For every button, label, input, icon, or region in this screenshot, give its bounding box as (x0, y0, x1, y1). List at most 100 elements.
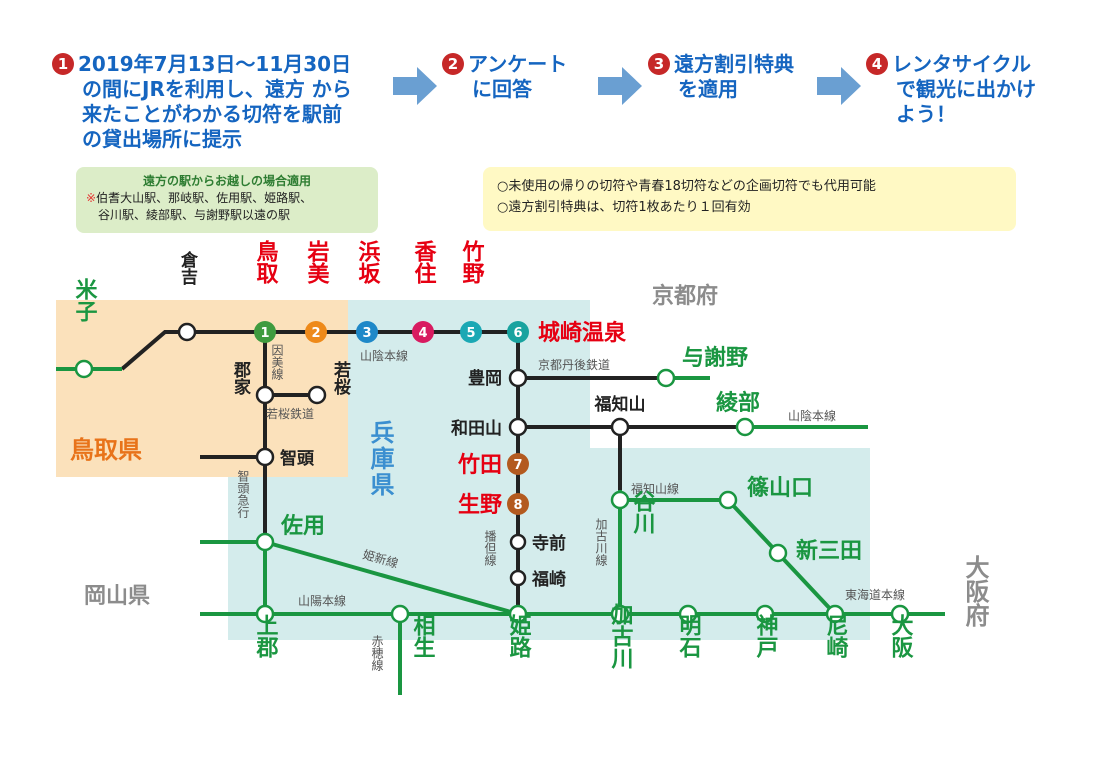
step-4-line-3: よう！ (896, 102, 956, 126)
koge-station-dot (255, 385, 275, 405)
step-2-line-2: に回答 (472, 77, 532, 101)
toyooka-station-dot (508, 368, 528, 388)
sasayamaguchi-name: 篠山口 (747, 475, 813, 501)
koge-name: 郡家 (230, 361, 252, 396)
step-4-number: 4 (866, 53, 888, 75)
osaka-station-dot (890, 604, 910, 624)
sayo-station-dot (255, 532, 275, 552)
shinsanda-station-dot (768, 543, 788, 563)
teramae-name: 寺前 (532, 533, 566, 554)
note-asterisk: ※ (86, 191, 97, 205)
kasumi-marker-number: 4 (418, 326, 427, 341)
wakasa-line-label: 若桜鉄道 (266, 406, 314, 421)
step-1-number: 1 (52, 53, 74, 75)
step-4-line-2: で観光に出かけ (896, 77, 1036, 101)
kasumi-name: 香住 (411, 240, 437, 284)
kinosaki-onsen-name: 城崎温泉 (538, 320, 627, 346)
chizu-station-dot (255, 447, 275, 467)
step-1-line-4: の貸出場所に提示 (82, 127, 242, 151)
step-4-line-1: レンタサイクル (892, 52, 1031, 76)
kamigori-name: 上郡 (253, 614, 280, 659)
distant-station-note-line-2: 谷川駅、綾部駅、与謝野駅以遠の駅 (98, 208, 291, 222)
san-yo-line-label: 山陽本線 (298, 593, 346, 608)
kakogawa-name: 加古川 (608, 603, 635, 669)
step-arrow-3 (817, 67, 861, 105)
wadayama-name: 和田山 (451, 419, 502, 439)
step-3-line-1: 遠方割引特典 (674, 52, 794, 76)
wakasa-name: 若桜 (330, 360, 352, 396)
aioi-name: 相生 (410, 614, 436, 658)
tanigawa-station-dot (610, 490, 630, 510)
kobe-name: 神戸 (753, 613, 779, 659)
okayama-pref-label: 岡山県 (84, 584, 150, 609)
akashi-name: 明石 (676, 614, 703, 658)
ako-line-label: 赤穂線 (370, 635, 384, 671)
iwami-marker-number: 2 (311, 326, 320, 341)
step-3-line-2: を適用 (678, 77, 738, 101)
tottori-region (56, 300, 348, 477)
chizu-express-label: 智頭急行 (236, 469, 250, 518)
takeda-marker-number: 7 (513, 458, 522, 473)
step-2-line-1: アンケート (468, 52, 568, 76)
san-in-line-label: 山陰本線 (360, 348, 408, 363)
san-in-line-west (120, 330, 265, 371)
himeji-name: 姫路 (506, 613, 532, 658)
amagasaki-name: 尼崎 (823, 614, 849, 658)
tottori-marker-number: 1 (260, 326, 269, 341)
takeno-marker-number: 5 (466, 326, 475, 341)
toyooka-name: 豊岡 (468, 368, 502, 389)
distant-station-note-heading: 遠方の駅からお越しの場合適用 (142, 174, 311, 188)
distant-station-note: 遠方の駅からお越しの場合適用 ※伯耆大山駅、那岐駅、佐用駅、姫路駅、 谷川駅、綾… (76, 167, 378, 233)
fukuchiyama-line-label: 福知山線 (631, 481, 679, 496)
kishin-line (264, 540, 519, 616)
ikuno-name: 生野 (458, 493, 502, 518)
ticket-conditions-note: ○未使用の帰りの切符や青春18切符などの企画切符でも代用可能 ○遠方割引特典は、… (483, 167, 1016, 231)
tottori-marker (254, 321, 276, 343)
inbi-line-label: 因美線 (270, 344, 284, 380)
wadayama-station-dot (508, 417, 528, 437)
step-2-number: 2 (442, 53, 464, 75)
kamigori-station-dot (255, 604, 275, 624)
tottori-name: 鳥取 (253, 239, 279, 285)
kyoto-tango-label: 京都丹後鉄道 (538, 357, 610, 372)
iwami-marker (305, 321, 327, 343)
takeda-name: 竹田 (457, 452, 502, 478)
teramae-station-dot (509, 533, 527, 551)
kakogawa-station-dot (610, 604, 630, 624)
aioi-station-dot (390, 604, 410, 624)
step-1-line-3: 来たことがわかる切符を駅前 (82, 102, 342, 126)
osaka-pref-label: 大阪府 (961, 555, 989, 628)
kinosaki-marker-number: 6 (513, 326, 522, 341)
ticket-conditions-line-2: ○遠方割引特典は、切符1枚あたり１回有効 (497, 200, 751, 215)
step-1-line-2: の間にJRを利用し、遠方 から (82, 77, 352, 101)
ikuno-marker-number: 8 (513, 498, 522, 513)
hamasaka-marker (356, 321, 378, 343)
step-3-number: 3 (648, 53, 670, 75)
kinosaki-marker (507, 321, 529, 343)
kurayoshi-name: 倉吉 (177, 250, 199, 286)
himeji-station-dot (508, 604, 528, 624)
sayo-name: 佐用 (280, 513, 325, 539)
osaka-name: 大阪 (888, 614, 914, 659)
fukuchiyama-station-dot (610, 417, 630, 437)
step-1-line-1: 2019年7月13日～11月30日 (78, 52, 352, 76)
fukuchiyama-name: 福知山 (594, 394, 646, 415)
chizu-name: 智頭 (280, 448, 315, 469)
step-arrow-1 (393, 67, 437, 105)
hyogo-pref-label: 兵庫県 (366, 420, 394, 498)
kobe-station-dot (755, 604, 775, 624)
kasumi-marker (412, 321, 434, 343)
fukusaki-station-dot (509, 569, 527, 587)
ayabe-name: 綾部 (716, 390, 760, 416)
hamasaka-name: 浜坂 (355, 240, 381, 285)
tokaido-line-label: 東海道本線 (845, 587, 905, 602)
kakogawa-line-label: 加古川線 (594, 518, 608, 566)
kyoto-pref-label: 京都府 (652, 283, 718, 309)
tottori-pref-label: 鳥取県 (70, 436, 142, 464)
step-arrow-2 (598, 67, 642, 105)
yosano-station-dot (656, 368, 676, 388)
iwami-name: 岩美 (304, 240, 331, 284)
